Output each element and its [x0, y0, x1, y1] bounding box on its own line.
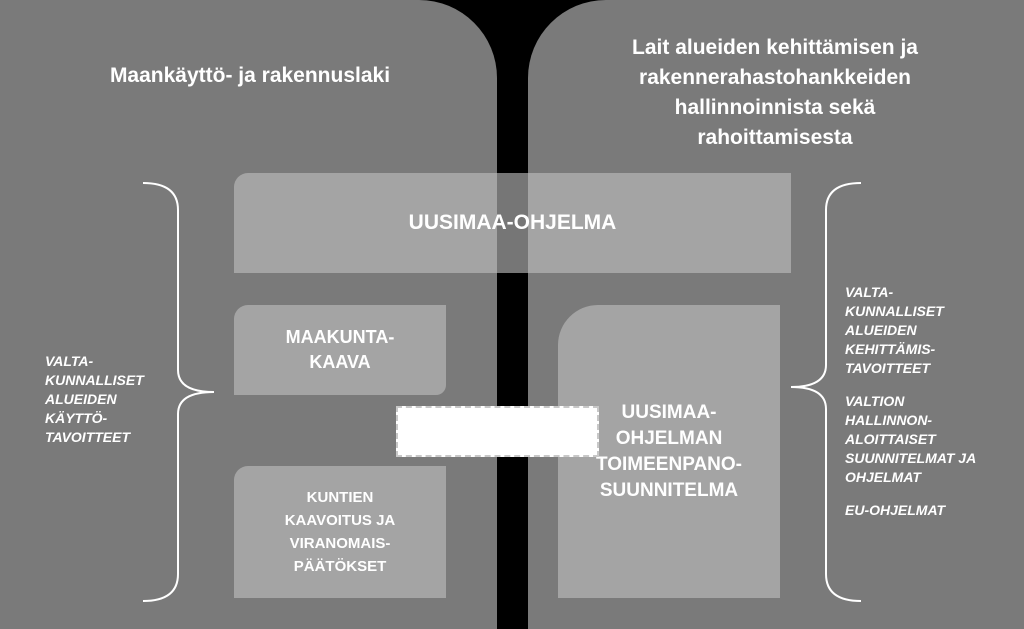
left-side-line: VALTA- — [45, 353, 94, 369]
municipal-line: KUNTIEN — [306, 489, 374, 506]
national-development-goals: VALTA- KUNNALLISET ALUEIDEN KEHITTÄMIS- … — [845, 283, 976, 378]
right-heading: Lait alueiden kehittämisen ja rakennerah… — [560, 33, 990, 153]
right-heading-line: Lait alueiden kehittämisen ja — [632, 36, 918, 59]
regional-plan-line: KAAVA — [309, 352, 371, 372]
left-side-line: TAVOITTEET — [45, 429, 131, 445]
implementation-line: OHJELMAN — [615, 427, 723, 449]
state-sector-plans: VALTION HALLINNON- ALOITTAISET SUUNNITEL… — [845, 392, 976, 487]
municipal-line: VIRANOMAIS- — [289, 535, 391, 552]
right-side-line: TAVOITTEET — [845, 360, 931, 376]
implementation-line: UUSIMAA- — [621, 401, 717, 423]
regional-plan-line: MAAKUNTA- — [285, 327, 395, 347]
right-side-line: HALLINNON- — [845, 412, 933, 428]
regional-plan-box: MAAKUNTA- KAAVA — [234, 305, 446, 395]
right-heading-line: rahoittamisesta — [697, 126, 853, 149]
right-side-line: ALOITTAISET — [845, 431, 936, 447]
left-national-goals-text: VALTA- KUNNALLISET ALUEIDEN KÄYTTÖ- TAVO… — [45, 352, 144, 447]
municipal-planning-box: KUNTIEN KAAVOITUS JA VIRANOMAIS- PÄÄTÖKS… — [234, 466, 446, 598]
connector-box — [396, 406, 599, 457]
right-heading-line: rakennerahastohankkeiden — [639, 66, 911, 89]
right-side-line: VALTION — [845, 393, 905, 409]
right-side-line: ALUEIDEN — [845, 322, 917, 338]
left-brace-icon — [142, 182, 215, 602]
left-side-line: ALUEIDEN — [45, 391, 117, 407]
right-side-line: SUUNNITELMAT JA — [845, 450, 977, 466]
municipal-line: KAAVOITUS JA — [284, 512, 396, 529]
right-side-line: EU-OHJELMAT — [845, 502, 946, 518]
right-side-line: VALTA- — [845, 284, 894, 300]
right-side-text: VALTA- KUNNALLISET ALUEIDEN KEHITTÄMIS- … — [845, 283, 976, 534]
right-side-line: OHJELMAT — [845, 469, 921, 485]
uusimaa-program-label: UUSIMAA-OHJELMA — [408, 211, 617, 234]
uusimaa-program-box: UUSIMAA-OHJELMA — [234, 173, 791, 273]
implementation-line: TOIMEENPANO- — [595, 453, 743, 475]
right-side-line: KUNNALLISET — [845, 303, 944, 319]
implementation-line: SUUNNITELMA — [599, 479, 739, 501]
right-side-line: KEHITTÄMIS- — [845, 341, 936, 357]
right-heading-line: hallinnoinnista sekä — [674, 96, 876, 119]
left-side-line: KUNNALLISET — [45, 372, 144, 388]
left-side-line: KÄYTTÖ- — [45, 410, 108, 426]
municipal-line: PÄÄTÖKSET — [293, 558, 387, 575]
eu-programs: EU-OHJELMAT — [845, 501, 976, 520]
left-heading: Maankäyttö- ja rakennuslaki — [109, 64, 391, 87]
right-brace-icon — [790, 182, 862, 602]
